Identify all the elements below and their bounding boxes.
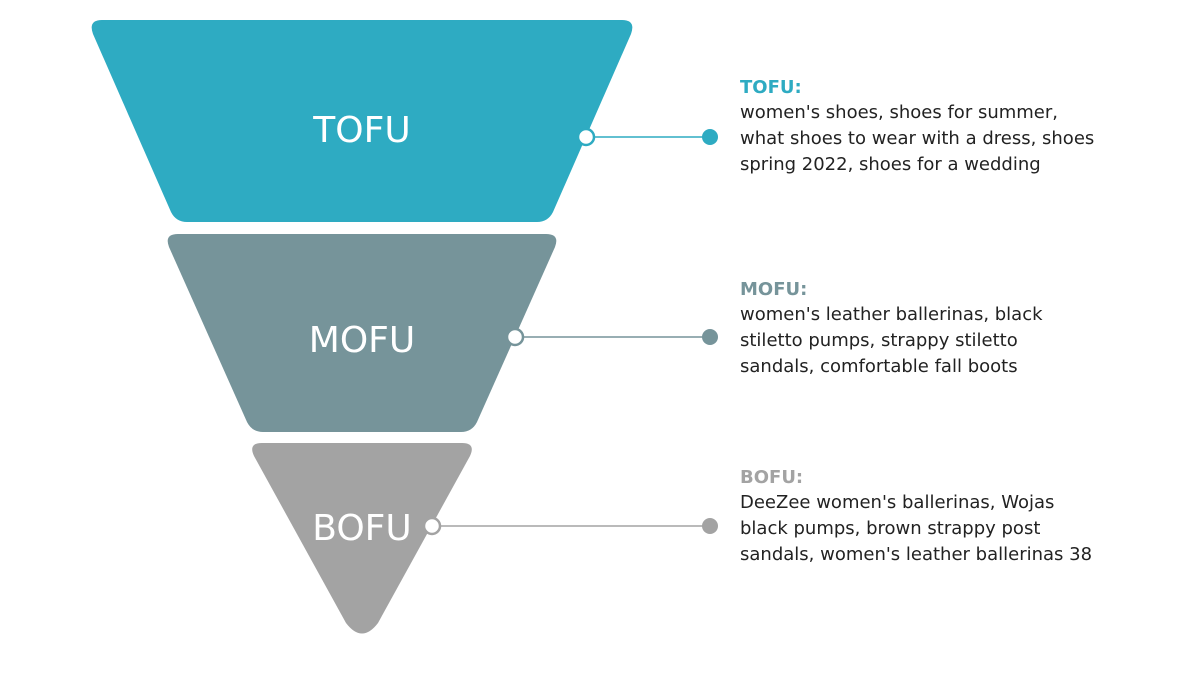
bofu-band (252, 443, 472, 634)
bofu-end-dot (702, 518, 718, 534)
mofu-end-dot (702, 329, 718, 345)
bofu-description: BOFU: DeeZee women's ballerinas, Wojas b… (740, 466, 1140, 568)
mofu-keywords: women's leather ballerinas, black stilet… (740, 304, 1043, 377)
tofu-band (91, 20, 633, 222)
tofu-outer-dot (576, 127, 596, 147)
bofu-keywords: DeeZee women's ballerinas, Wojas black p… (740, 492, 1093, 565)
tofu-end-dot (702, 129, 718, 145)
bofu-label: BOFU (312, 508, 411, 549)
mofu-description: MOFU: women's leather ballerinas, black … (740, 278, 1140, 380)
mofu-outer-dot (505, 327, 525, 347)
tofu-description: TOFU: women's shoes, shoes for summer, w… (740, 76, 1140, 178)
bofu-title: BOFU: (740, 467, 804, 488)
tofu-label: TOFU (312, 110, 410, 151)
mofu-title: MOFU: (740, 279, 808, 300)
bofu-outer-dot (422, 516, 442, 536)
mofu-label: MOFU (309, 320, 415, 361)
tofu-keywords: women's shoes, shoes for summer, what sh… (740, 102, 1095, 175)
tofu-title: TOFU: (740, 77, 802, 98)
mofu-band (167, 234, 557, 432)
